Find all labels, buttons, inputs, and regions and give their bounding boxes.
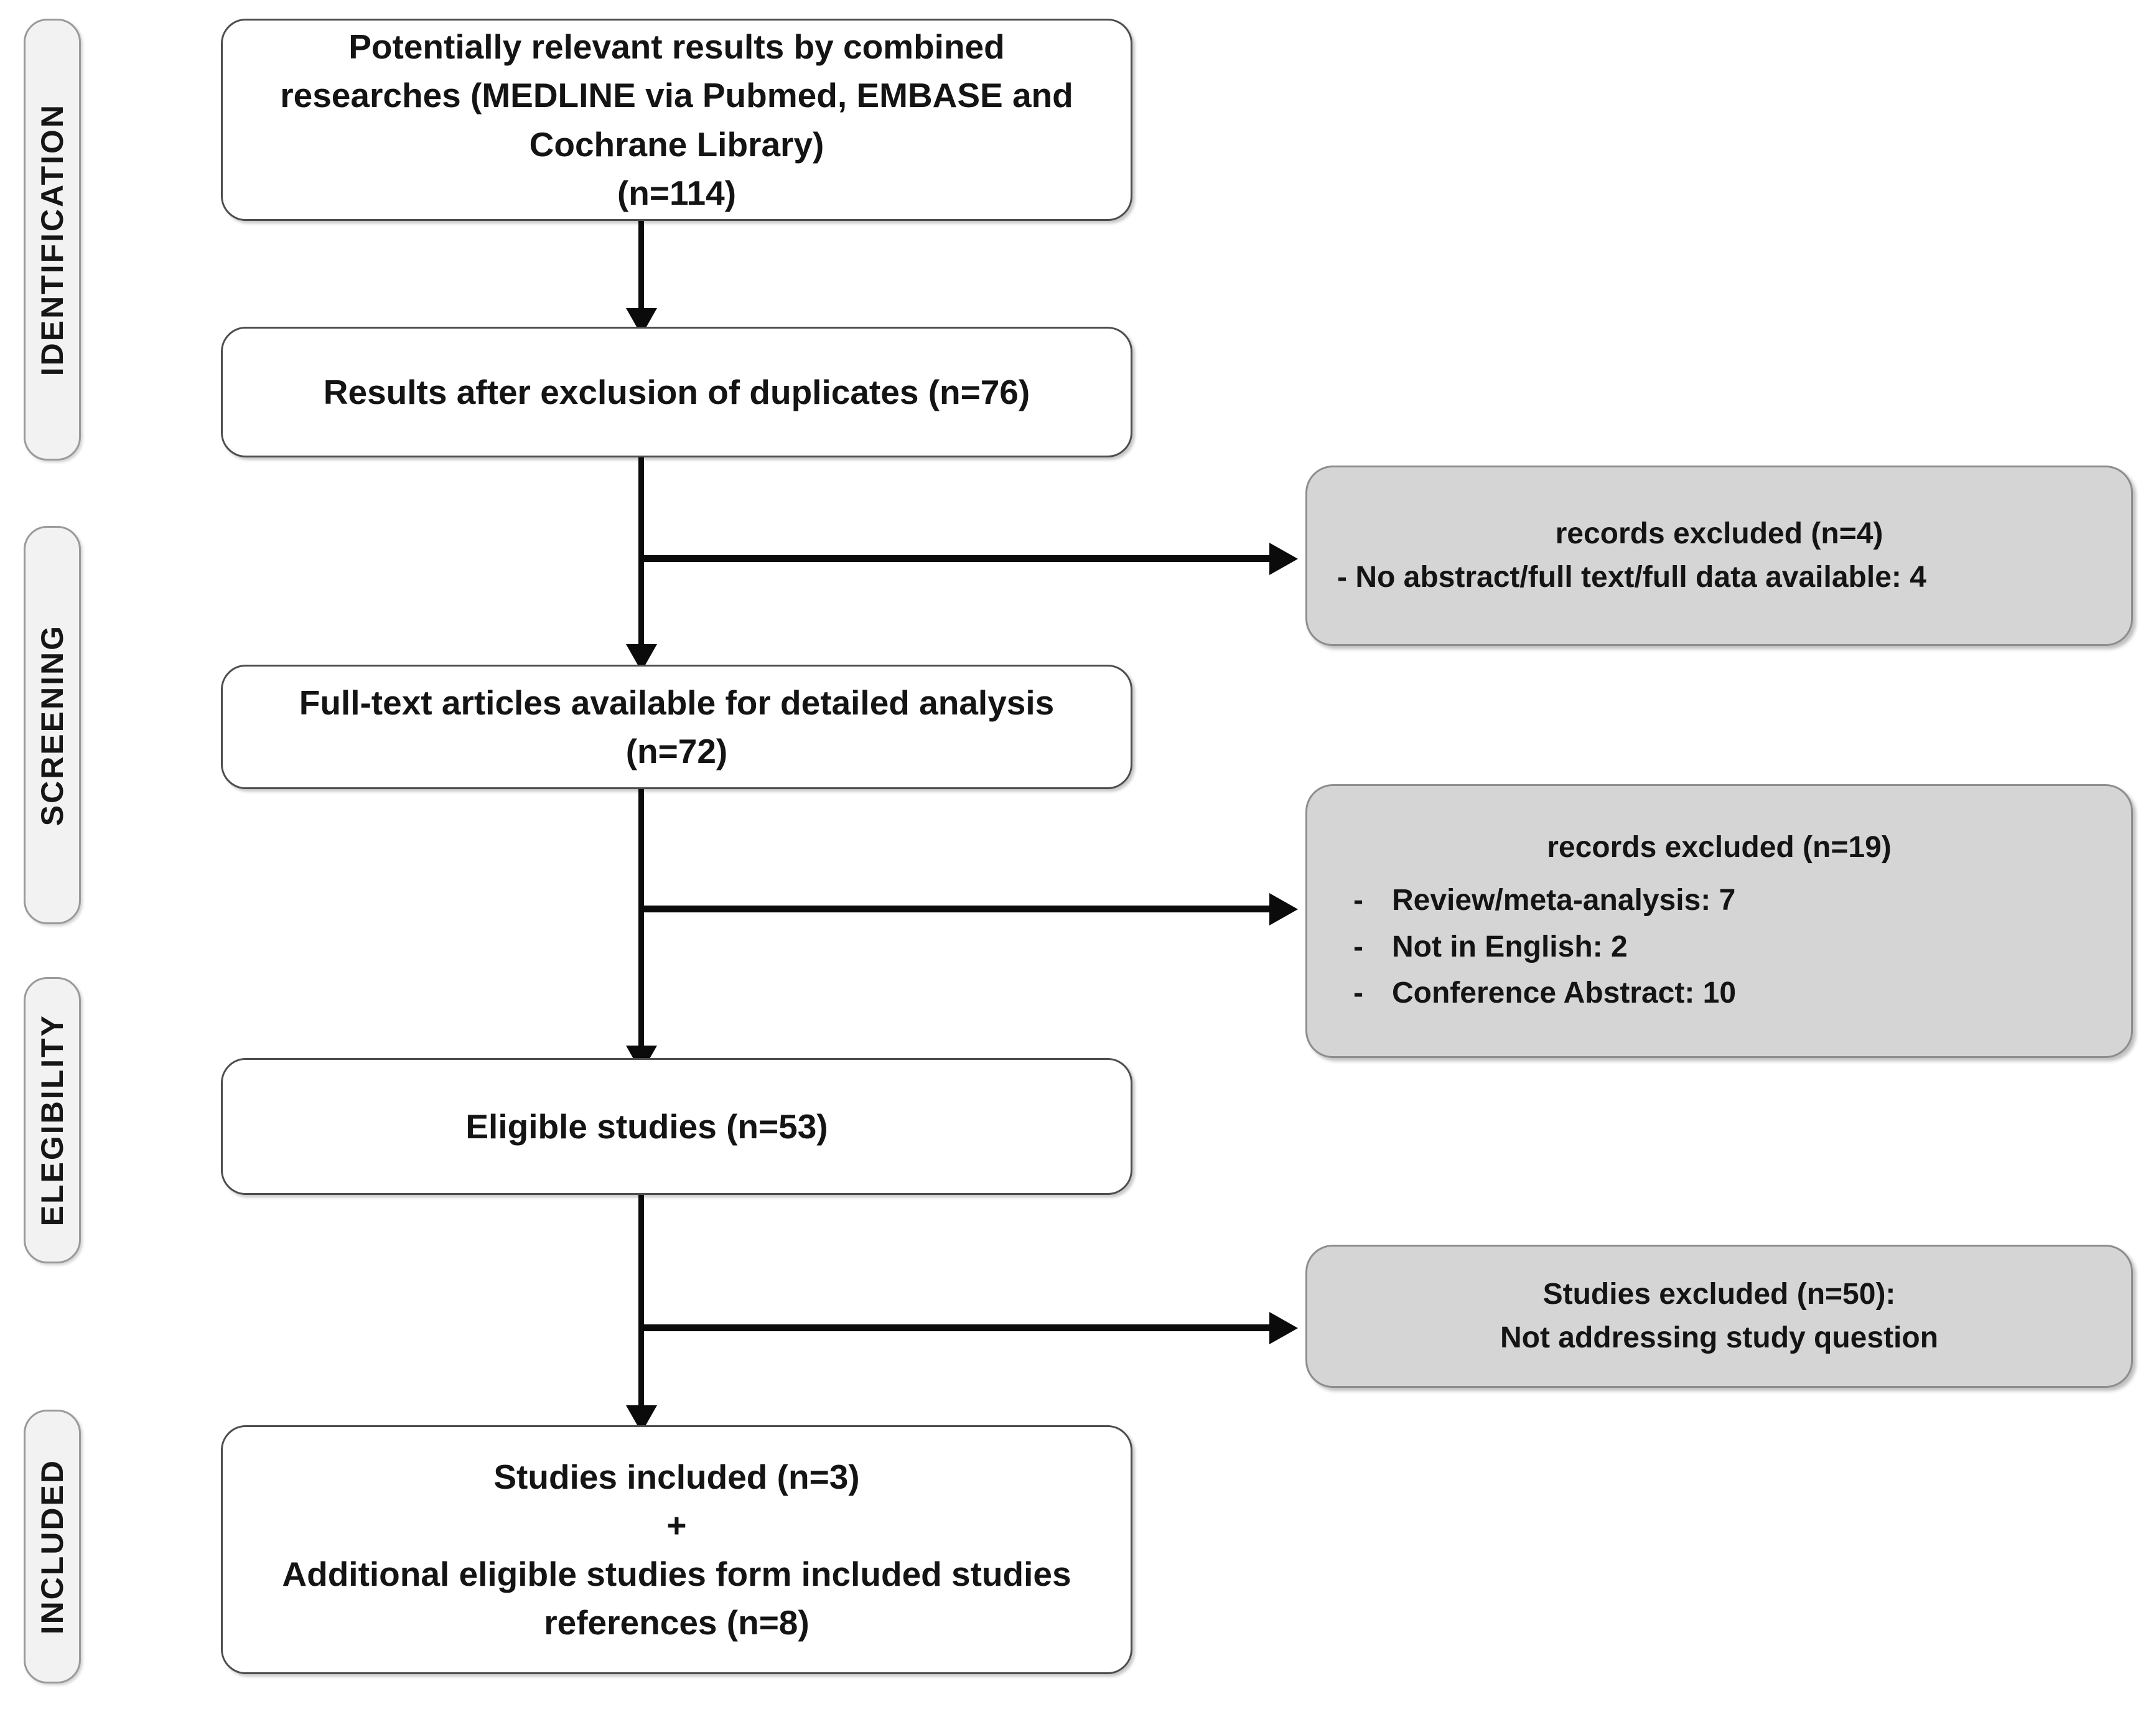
box-excluded-screening-2[interactable]: records excluded (n=19) - Review/meta-an… [1305,784,2133,1058]
arrowhead-excluded-eligibility [1269,1312,1298,1344]
branch-to-excluded-screening-2 [638,906,1273,912]
branch-to-excluded-eligibility [638,1324,1273,1331]
branch-to-excluded-screening-1 [638,555,1273,562]
box-excluded-screening-1-reason: - No abstract/full text/full data availa… [1337,561,1926,594]
stage-tab-elegibility-label: ELEGIBILITY [35,1014,70,1227]
stage-tab-elegibility: ELEGIBILITY [24,977,81,1263]
box-after-duplicates[interactable]: Results after exclusion of duplicates (n… [221,327,1132,457]
arrowhead-excluded-screening-2 [1269,893,1298,925]
box-full-text-available[interactable]: Full-text articles available for detaile… [221,665,1132,789]
box-excluded-eligibility-sub: Not addressing study question [1500,1321,1939,1354]
box-after-duplicates-text: Results after exclusion of duplicates (n… [323,372,1030,411]
list-item-label: Conference Abstract: 10 [1392,976,1737,1009]
box-full-text-available-text: Full-text articles available for detaile… [299,683,1055,770]
box-records-identified[interactable]: Potentially relevant results by combined… [221,19,1132,221]
box-eligible-studies-text: Eligible studies (n=53) [465,1107,828,1146]
box-eligible-studies[interactable]: Eligible studies (n=53) [221,1058,1132,1195]
stage-tab-included: INCLUDED [24,1410,81,1683]
box-excluded-eligibility[interactable]: Studies excluded (n=50): Not addressing … [1305,1245,2133,1388]
connector-fulltext-to-eligible [638,789,644,1054]
box-studies-included-text: Studies included (n=3) + Additional elig… [282,1457,1071,1642]
stage-tab-identification-label: IDENTIFICATION [35,103,70,377]
list-item: - Review/meta-analysis: 7 [1353,878,2109,924]
box-excluded-screening-1[interactable]: records excluded (n=4) - No abstract/ful… [1305,466,2133,646]
list-item-label: Review/meta-analysis: 7 [1392,884,1736,917]
stage-tab-included-label: INCLUDED [35,1458,70,1635]
list-item: - Not in English: 2 [1353,924,2109,970]
list-item: - Conference Abstract: 10 [1353,970,2109,1016]
box-studies-included[interactable]: Studies included (n=3) + Additional elig… [221,1425,1132,1674]
connector-identified-to-duplicates [638,221,644,314]
stage-tab-screening: SCREENING [24,526,81,924]
list-bullet-dash: - [1353,884,1363,917]
arrowhead-excluded-screening-1 [1269,543,1298,575]
connector-eligible-to-included [638,1195,644,1425]
box-excluded-screening-2-reason-list: - Review/meta-analysis: 7 - Not in Engli… [1330,878,2109,1016]
stage-tab-identification: IDENTIFICATION [24,19,81,461]
stage-tab-screening-label: SCREENING [35,624,70,826]
box-excluded-eligibility-heading: Studies excluded (n=50): [1542,1278,1896,1311]
list-bullet-dash: - [1353,930,1363,963]
list-item-label: Not in English: 2 [1392,930,1628,963]
list-bullet-dash: - [1353,976,1363,1009]
box-records-identified-text: Potentially relevant results by combined… [280,27,1073,212]
box-excluded-screening-1-heading: records excluded (n=4) [1555,517,1883,551]
box-excluded-screening-2-heading: records excluded (n=19) [1547,830,1892,864]
